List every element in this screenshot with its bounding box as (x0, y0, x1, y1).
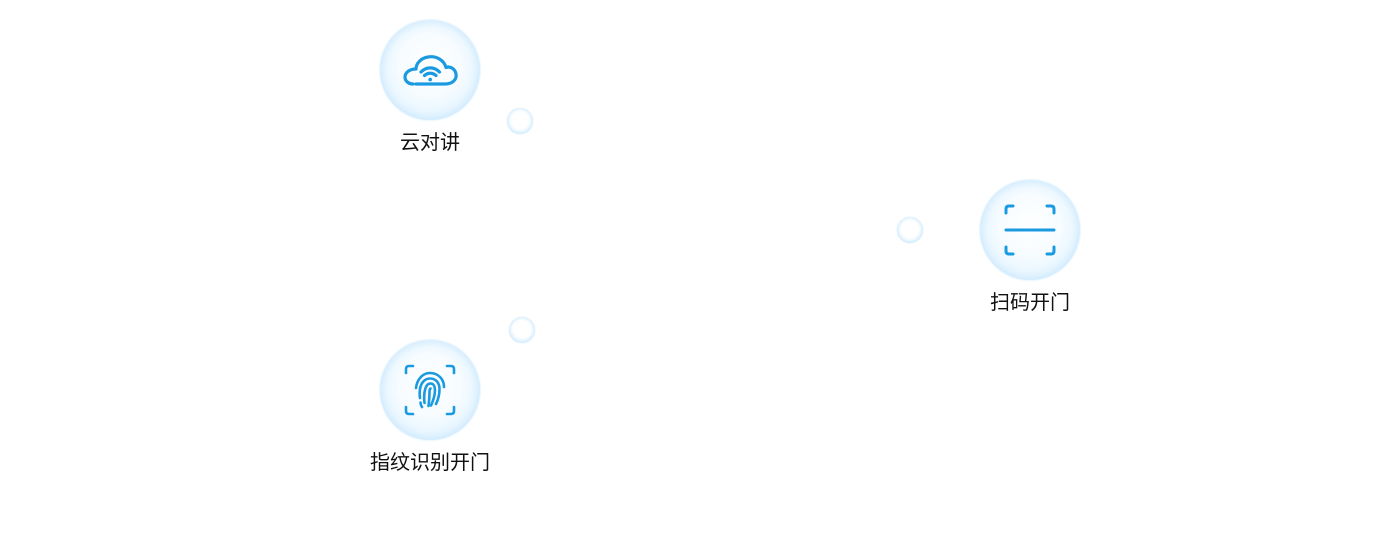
cloud-intercom-bubble[interactable] (380, 20, 480, 120)
fingerprint-open-label: 指纹识别开门 (370, 450, 490, 474)
feature-cloud-intercom[interactable]: 云对讲 (330, 20, 530, 155)
fingerprint-open-bubble[interactable] (380, 340, 480, 440)
cloud-wifi-icon (403, 55, 458, 86)
cloud-intercom-label: 云对讲 (400, 130, 460, 154)
feature-fingerprint-open[interactable]: 指纹识别开门 (330, 340, 530, 475)
feature-scan-open[interactable]: 扫码开门 (930, 180, 1130, 315)
scan-open-label: 扫码开门 (990, 290, 1070, 314)
scan-icon (1004, 204, 1056, 256)
decorative-bubble (507, 108, 533, 134)
fingerprint-icon (404, 364, 456, 416)
decorative-bubble (897, 217, 923, 243)
scan-open-bubble[interactable] (980, 180, 1080, 280)
decorative-bubble (509, 317, 535, 343)
